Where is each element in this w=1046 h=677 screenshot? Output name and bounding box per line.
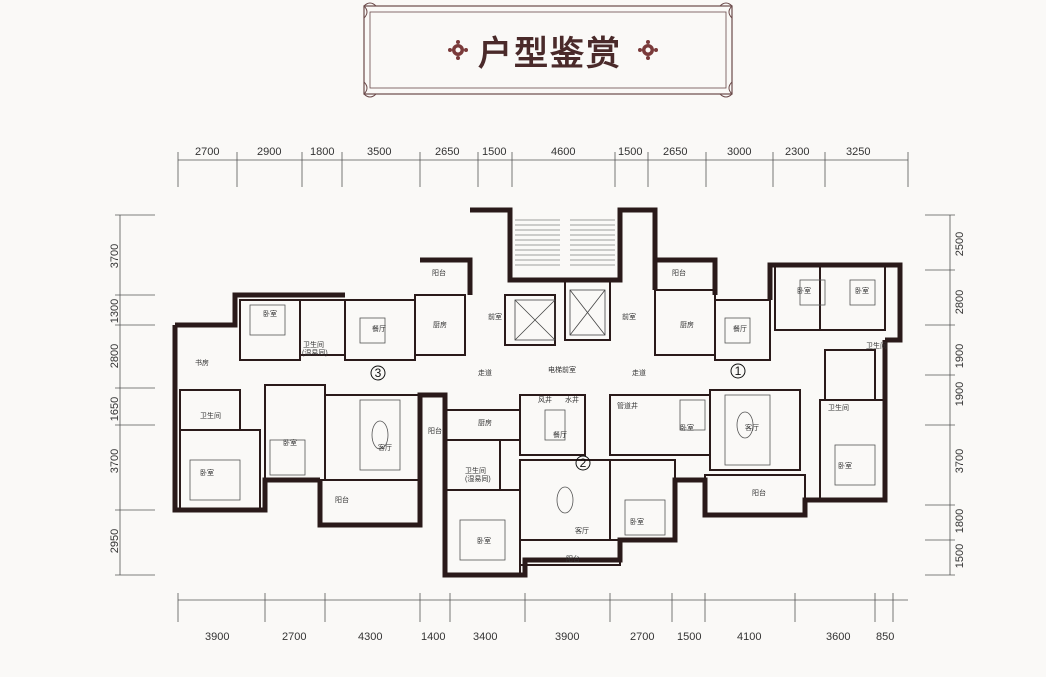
dim-left-5: 3700 [109, 448, 122, 474]
room-label-shaft: 管道井 [617, 401, 638, 410]
dim-top-6: 1500 [482, 146, 507, 158]
unit-marker-3 [370, 365, 386, 381]
room-label-elevator-lobby: 电梯前室 [548, 365, 576, 374]
room-labels: 卧室 卫生间 (湿易同) 书房 卫生间 卧室 卧室 餐厅 阳台 厨房 前室 走道… [195, 268, 887, 563]
room-label-balcony: 阳台 [566, 554, 580, 563]
room-label-kitchen: 厨房 [433, 320, 447, 329]
room-label-bedroom: 卧室 [477, 536, 491, 545]
room-label-bathroom: 卫生间 [828, 403, 849, 412]
dim-left-2: 1300 [109, 298, 122, 324]
dimension-ticks [115, 152, 955, 622]
dim-top-12: 3250 [846, 146, 871, 158]
dim-bottom-11: 850 [876, 631, 895, 643]
room-label-bathroom-note: (湿易同) [302, 348, 328, 357]
dim-right-1: 2500 [954, 231, 967, 257]
room-label-bedroom: 卧室 [263, 309, 277, 318]
dim-bottom-4: 1400 [421, 631, 446, 643]
room-label-living: 客厅 [745, 423, 759, 432]
room-label-bathroom: 卫生间 [465, 466, 486, 475]
dim-right-7: 1500 [954, 543, 967, 569]
room-label-bathroom: 卫生间 [200, 411, 221, 420]
room-label-bedroom: 卧室 [797, 286, 811, 295]
unit-marker-2 [575, 455, 591, 471]
unit-number-2: 2 [580, 456, 587, 470]
room-label-balcony: 阳台 [672, 268, 686, 277]
room-label-balcony: 阳台 [752, 488, 766, 497]
dim-top-8: 1500 [618, 146, 643, 158]
room-label-dining: 餐厅 [372, 324, 386, 333]
dim-top-10: 3000 [727, 146, 752, 158]
elevator-icon [514, 289, 606, 341]
dim-top-2: 2900 [257, 146, 282, 158]
dim-left-4: 1650 [109, 396, 122, 422]
page-title: 户型鉴赏 [478, 34, 622, 74]
dim-bottom-10: 3600 [826, 631, 851, 643]
dim-right-4: 1900 [954, 381, 967, 407]
dim-bottom-9: 4100 [737, 631, 762, 643]
dim-bottom-3: 4300 [358, 631, 383, 643]
room-label-bathroom: 卫生间 [866, 341, 887, 350]
dim-bottom-7: 2700 [630, 631, 655, 643]
dim-left-6: 2950 [109, 528, 122, 554]
dim-bottom-5: 3400 [473, 631, 498, 643]
room-label-bedroom: 卧室 [838, 461, 852, 470]
unit-number-1: 1 [735, 364, 742, 378]
dim-bottom-6: 3900 [555, 631, 580, 643]
stairs [515, 219, 615, 266]
unit-markers [370, 363, 746, 471]
inner-walls [179, 264, 886, 576]
furniture [189, 279, 876, 561]
dim-top-1: 2700 [195, 146, 220, 158]
room-label-bedroom: 卧室 [200, 468, 214, 477]
unit-number-3: 3 [375, 366, 382, 380]
dim-left-3: 2800 [109, 343, 122, 369]
room-label-kitchen: 厨房 [478, 418, 492, 427]
title-frame [363, 2, 733, 98]
room-label-balcony: 阳台 [428, 426, 442, 435]
room-label-bedroom: 卧室 [630, 517, 644, 526]
room-label-balcony: 阳台 [432, 268, 446, 277]
room-label-foyer: 前室 [488, 312, 502, 321]
dim-bottom-8: 1500 [677, 631, 702, 643]
dim-top-9: 2650 [663, 146, 688, 158]
ornament-icon-right [638, 40, 658, 60]
room-label-dining: 餐厅 [733, 324, 747, 333]
dim-right-2: 2800 [954, 289, 967, 315]
room-label-foyer: 前室 [622, 312, 636, 321]
room-label-water: 水井 [565, 395, 579, 404]
room-label-living: 客厅 [575, 526, 589, 535]
dim-top-7: 4600 [551, 146, 576, 158]
room-label-bathroom: 卫生间 [303, 340, 324, 349]
dim-right-3: 1900 [954, 343, 967, 369]
room-label-well: 风井 [538, 395, 552, 404]
dim-top-3: 1800 [310, 146, 335, 158]
dim-bottom-1: 3900 [205, 631, 230, 643]
dim-right-6: 1800 [954, 508, 967, 534]
dim-top-11: 2300 [785, 146, 810, 158]
room-label-bedroom: 卧室 [680, 423, 694, 432]
room-label-bedroom: 卧室 [283, 438, 297, 447]
room-label-study: 书房 [195, 358, 209, 367]
dim-bottom-2: 2700 [282, 631, 307, 643]
room-label-balcony: 阳台 [335, 495, 349, 504]
room-label-bedroom: 卧室 [855, 286, 869, 295]
room-label-bathroom-note: (湿易同) [465, 474, 491, 483]
room-label-dining: 餐厅 [553, 430, 567, 439]
unit-marker-1 [730, 363, 746, 379]
dim-top-4: 3500 [367, 146, 392, 158]
room-label-living: 客厅 [378, 443, 392, 452]
dim-left-1: 3700 [109, 243, 122, 269]
dim-top-5: 2650 [435, 146, 460, 158]
room-label-kitchen: 厨房 [680, 320, 694, 329]
dimension-lines [119, 159, 951, 601]
ornament-icon-left [448, 40, 468, 60]
room-label-corridor: 走道 [632, 368, 646, 377]
dim-right-5: 3700 [954, 448, 967, 474]
room-label-corridor: 走道 [478, 368, 492, 377]
